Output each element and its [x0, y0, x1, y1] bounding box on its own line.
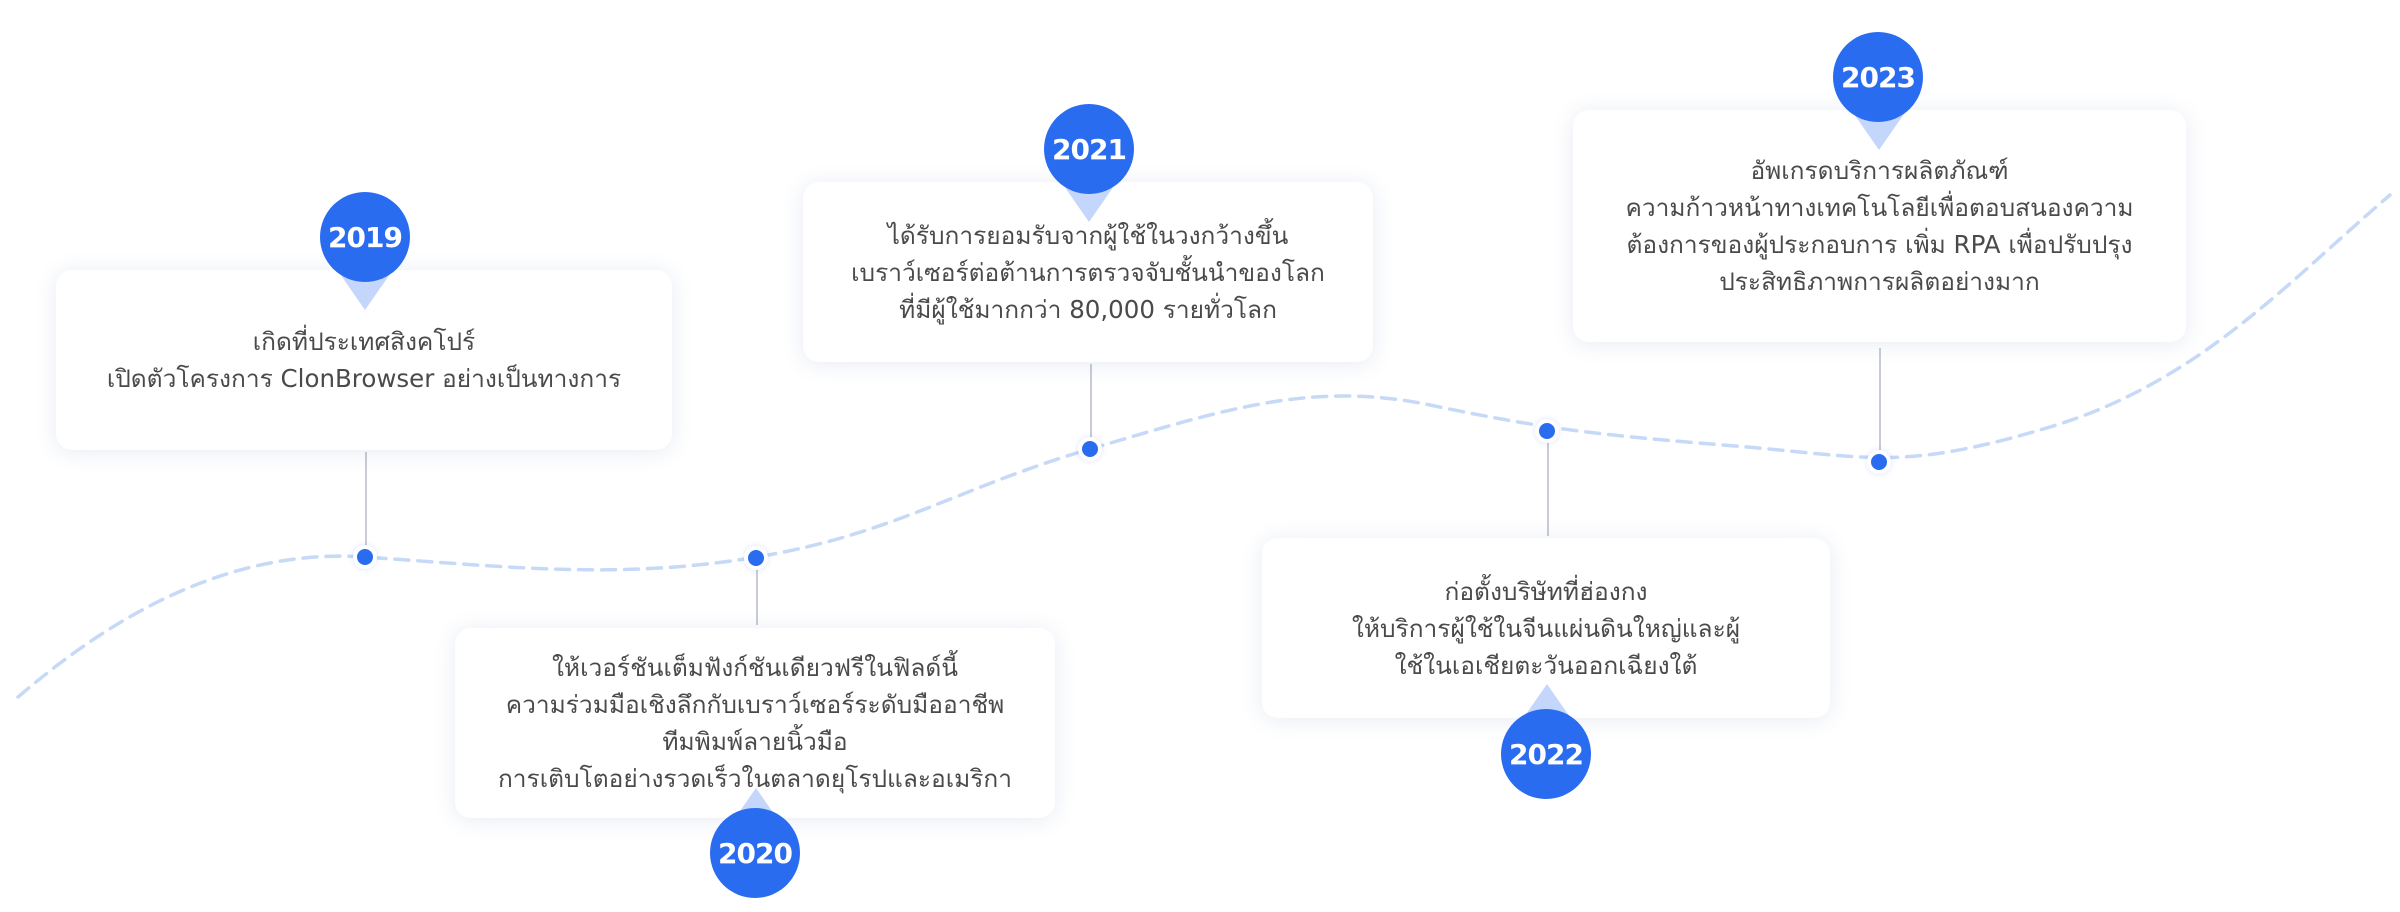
card-line: ที่มีผู้ใช้มากกว่า 80,000 รายทั่วโลก	[899, 294, 1277, 324]
card-line: ก่อตั้งบริษัทที่ฮ่องกง	[1444, 576, 1648, 606]
card-line: ให้เวอร์ชันเต็มฟังก์ชันเดียวฟรีในฟิลด์นี…	[551, 653, 959, 682]
card-line: ทีมพิมพ์ลายนิ้วมือ	[662, 727, 848, 756]
year-label: 2022	[1509, 737, 1584, 771]
year-label: 2023	[1841, 60, 1916, 94]
card-line: เกิดที่ประเทศสิงคโปร์	[252, 327, 476, 356]
year-badge-2023: 2023	[1833, 32, 1923, 122]
timeline-dot-2021	[1082, 441, 1098, 457]
card-line: ความก้าวหน้าทางเทคโนโลยีเพื่อตอบสนองความ	[1625, 193, 2134, 222]
year-badge-2019: 2019	[320, 192, 410, 282]
timeline-dot-2019	[357, 549, 373, 565]
milestone-card-2023: อัพเกรดบริการผลิตภัณฑ์ ความก้าวหน้าทางเท…	[1573, 110, 2186, 342]
connector-2020	[756, 565, 758, 625]
card-line: ให้บริการผู้ใช้ในจีนแผ่นดินใหญ่และผู้	[1351, 613, 1741, 643]
timeline-dot-2020	[748, 550, 764, 566]
year-badge-2021: 2021	[1044, 104, 1134, 194]
connector-2021	[1090, 364, 1092, 444]
year-label: 2021	[1052, 132, 1127, 166]
milestone-card-2020: ให้เวอร์ชันเต็มฟังก์ชันเดียวฟรีในฟิลด์นี…	[455, 628, 1055, 818]
timeline-path	[16, 193, 2392, 699]
connector-2019	[365, 452, 367, 554]
card-line: ได้รับการยอมรับจากผู้ใช้ในวงกว้างขึ้น	[887, 220, 1289, 250]
timeline-dot-2023	[1871, 454, 1887, 470]
card-line: ความร่วมมือเชิงลึกกับเบราว์เซอร์ระดับมือ…	[505, 690, 1005, 719]
year-badge-2020: 2020	[710, 808, 800, 898]
connector-2022	[1547, 440, 1549, 536]
card-line: เบราว์เซอร์ต่อต้านการตรวจจับชั้นนำของโลก	[851, 257, 1325, 287]
card-line: เปิดตัวโครงการ ClonBrowser อย่างเป็นทางก…	[106, 364, 622, 393]
card-line: ประสิทธิภาพการผลิตอย่างมาก	[1719, 267, 2040, 296]
card-line: การเติบโตอย่างรวดเร็วในตลาดยุโรปและอเมริ…	[497, 764, 1013, 793]
year-badge-2022: 2022	[1501, 709, 1591, 799]
card-line: ต้องการของผู้ประกอบการ เพิ่ม RPA เพื่อปร…	[1626, 230, 2133, 259]
connector-2023	[1879, 348, 1881, 456]
milestone-card-2021: ได้รับการยอมรับจากผู้ใช้ในวงกว้างขึ้น เบ…	[803, 182, 1373, 362]
year-label: 2019	[328, 220, 403, 254]
card-line: อัพเกรดบริการผลิตภัณฑ์	[1750, 156, 2009, 185]
milestone-card-2019: เกิดที่ประเทศสิงคโปร์ เปิดตัวโครงการ Clo…	[56, 270, 672, 450]
milestone-card-2022: ก่อตั้งบริษัทที่ฮ่องกง ให้บริการผู้ใช้ใน…	[1262, 538, 1830, 718]
year-label: 2020	[718, 836, 793, 870]
card-line: ใช้ในเอเชียตะวันออกเฉียงใต้	[1394, 650, 1698, 680]
timeline-dot-2022	[1539, 423, 1555, 439]
